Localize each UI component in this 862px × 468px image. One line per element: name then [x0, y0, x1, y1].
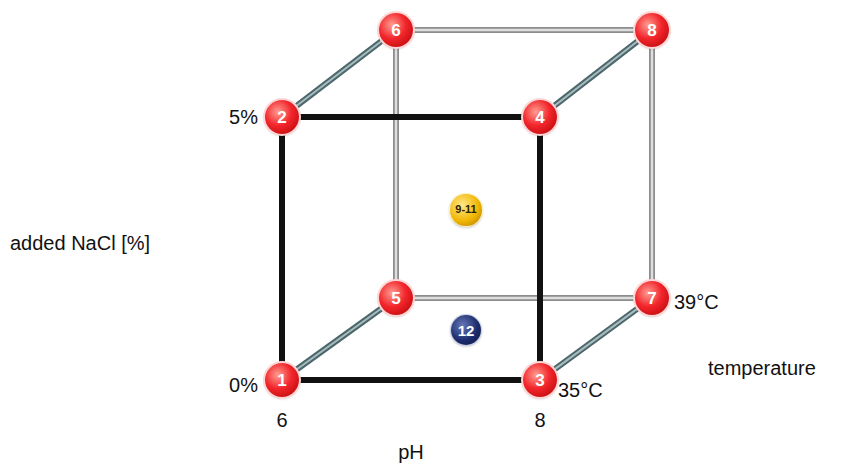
extra-point: 12 [451, 315, 481, 345]
axis-label: added NaCl [%] [10, 232, 150, 254]
depth-edge [554, 41, 638, 106]
back-edge-group [414, 30, 634, 31]
depth-edge [297, 309, 382, 370]
back-edge-group [652, 48, 653, 280]
design-point: 7 [635, 281, 669, 315]
back-edge [414, 295, 634, 301]
back-edge-group [414, 298, 634, 299]
point-number: 12 [458, 323, 475, 338]
axis-label: 8 [534, 409, 545, 431]
front-edge [279, 135, 285, 362]
front-edge [300, 114, 522, 120]
edge-highlight [297, 309, 382, 370]
depth-edge-group [555, 309, 638, 370]
depth-edge-group [297, 309, 382, 370]
axis-label: pH [398, 441, 424, 463]
front-edge-group [540, 135, 541, 362]
axis-label: 35°C [558, 379, 603, 401]
point-number: 9-11 [455, 204, 476, 215]
point-number: 3 [535, 372, 544, 389]
design-point: 3 [523, 363, 557, 397]
depth-edge-group [554, 41, 638, 106]
edge-highlight [414, 297, 634, 300]
depth-edge [555, 309, 638, 370]
edge-highlight [296, 41, 381, 106]
axis-label: temperature [708, 357, 816, 379]
front-edge-group [300, 380, 522, 381]
design-point: 2 [265, 100, 299, 134]
edge-highlight [651, 48, 654, 280]
depth-edge [296, 41, 381, 106]
front-edge-group [282, 135, 283, 362]
axis-label: 0% [229, 374, 258, 396]
point-number: 8 [647, 22, 656, 39]
edge-highlight [554, 41, 638, 106]
front-edge [300, 377, 522, 383]
point-number: 4 [535, 109, 544, 126]
back-edge-group [396, 48, 397, 280]
point-number: 2 [277, 109, 286, 126]
back-edge [649, 48, 655, 280]
depth-edge-group [296, 41, 381, 106]
axis-label: 39°C [674, 291, 719, 313]
design-point: 8 [635, 13, 669, 47]
back-edge [414, 27, 634, 33]
front-edge [537, 135, 543, 362]
axis-label: 5% [229, 106, 258, 128]
center-point: 9-11 [450, 194, 481, 225]
design-point: 1 [265, 363, 299, 397]
point-number: 5 [391, 290, 400, 307]
design-point: 5 [379, 281, 413, 315]
point-number: 7 [647, 290, 656, 307]
edge-highlight [414, 29, 634, 32]
back-edge [393, 48, 399, 280]
point-number: 6 [391, 22, 400, 39]
axis-label: 6 [276, 409, 287, 431]
edge-highlight [555, 309, 638, 370]
edge-highlight [395, 48, 398, 280]
point-number: 1 [277, 372, 286, 389]
design-point: 4 [523, 100, 557, 134]
front-edge-group [300, 117, 522, 118]
design-point: 6 [379, 13, 413, 47]
